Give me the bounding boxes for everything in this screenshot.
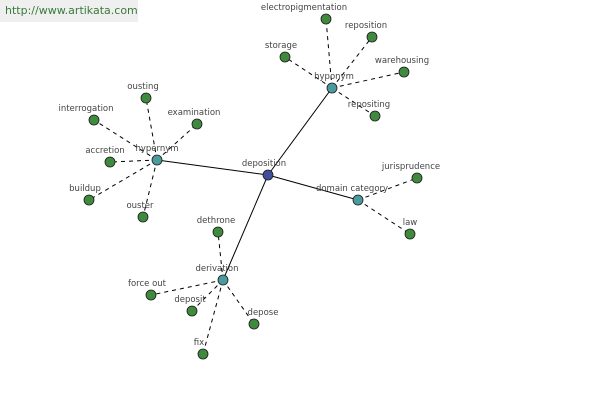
- edge-domain-category-law: [357, 199, 411, 235]
- leaf-node-dethrone[interactable]: [212, 226, 224, 238]
- relation-node-hyponym[interactable]: [326, 82, 338, 94]
- relation-label-domain-category[interactable]: domain category: [316, 184, 388, 194]
- leaf-label-accretion[interactable]: accretion: [85, 146, 124, 156]
- leaf-label-repositing[interactable]: repositing: [348, 100, 390, 110]
- edge-hyponym-reposition: [331, 36, 373, 89]
- node-center[interactable]: [262, 169, 274, 181]
- edge-domain-category-jurisprudence: [357, 177, 418, 201]
- leaf-node-warehousing[interactable]: [398, 66, 410, 78]
- leaf-label-jurisprudence[interactable]: jurisprudence: [381, 162, 440, 172]
- leaf-node-reposition[interactable]: [366, 31, 378, 43]
- leaf-node-deposit[interactable]: [186, 305, 198, 317]
- leaf-label-depose[interactable]: depose: [248, 308, 279, 318]
- edge-hypernym-buildup: [88, 159, 158, 201]
- edge-derivation-dethrone: [217, 231, 224, 281]
- leaf-node-ousting[interactable]: [140, 92, 152, 104]
- edge-hyponym: [267, 87, 333, 176]
- leaf-label-ousting[interactable]: ousting: [127, 82, 159, 92]
- relation-node-hypernym[interactable]: [151, 154, 163, 166]
- leaf-label-warehousing[interactable]: warehousing: [375, 56, 429, 66]
- relation-node-derivation[interactable]: [217, 274, 229, 286]
- leaf-node-force-out[interactable]: [145, 289, 157, 301]
- leaf-node-jurisprudence[interactable]: [411, 172, 423, 184]
- edge-hypernym-ouster: [142, 159, 158, 218]
- leaf-node-buildup[interactable]: [83, 194, 95, 206]
- edge-derivation: [222, 174, 269, 281]
- edge-derivation-depose: [222, 279, 255, 325]
- leaf-node-electropigmentation[interactable]: [320, 13, 332, 25]
- leaf-label-ouster[interactable]: ouster: [126, 201, 154, 211]
- relation-label-hypernym[interactable]: hypernym: [135, 144, 178, 154]
- leaf-label-interrogation[interactable]: interrogation: [58, 104, 113, 114]
- edge-hypernym-accretion: [109, 159, 158, 163]
- leaf-node-fix[interactable]: [197, 348, 209, 360]
- leaf-label-storage[interactable]: storage: [265, 41, 297, 51]
- leaf-node-examination[interactable]: [191, 118, 203, 130]
- leaf-label-dethrone[interactable]: dethrone: [197, 216, 235, 226]
- leaf-node-ouster[interactable]: [137, 211, 149, 223]
- leaf-label-force-out[interactable]: force out: [128, 279, 167, 289]
- leaf-node-depose[interactable]: [248, 318, 260, 330]
- node-label-center[interactable]: deposition: [242, 159, 286, 169]
- leaf-label-electropigmentation[interactable]: electropigmentation: [261, 3, 347, 13]
- edge-hypernym-ousting: [145, 97, 158, 161]
- url-bar: http://www.artikata.com: [0, 0, 138, 22]
- relation-label-hyponym[interactable]: hyponym: [314, 72, 354, 82]
- leaf-node-law[interactable]: [404, 228, 416, 240]
- leaf-node-storage[interactable]: [279, 51, 291, 63]
- edge-derivation-fix: [202, 279, 224, 355]
- edge-hyponym-storage: [284, 56, 333, 89]
- edge-hypernym-examination: [156, 123, 198, 161]
- relation-label-derivation[interactable]: derivation: [195, 264, 238, 274]
- leaf-label-examination[interactable]: examination: [168, 108, 221, 118]
- leaf-label-buildup[interactable]: buildup: [69, 184, 101, 194]
- leaf-node-interrogation[interactable]: [88, 114, 100, 126]
- leaf-label-reposition[interactable]: reposition: [345, 21, 387, 31]
- leaf-label-deposit[interactable]: deposit: [174, 295, 206, 305]
- relation-node-domain-category[interactable]: [352, 194, 364, 206]
- edge-hypernym: [156, 159, 269, 176]
- leaf-label-fix[interactable]: fix: [194, 338, 204, 348]
- leaf-node-repositing[interactable]: [369, 110, 381, 122]
- leaf-node-accretion[interactable]: [104, 156, 116, 168]
- site-url-link[interactable]: http://www.artikata.com: [5, 4, 138, 17]
- leaf-label-law[interactable]: law: [403, 218, 418, 228]
- edge-hyponym-repositing: [331, 87, 376, 117]
- edge-hyponym-electropigmentation: [325, 18, 333, 89]
- edge-domain-category: [267, 174, 359, 201]
